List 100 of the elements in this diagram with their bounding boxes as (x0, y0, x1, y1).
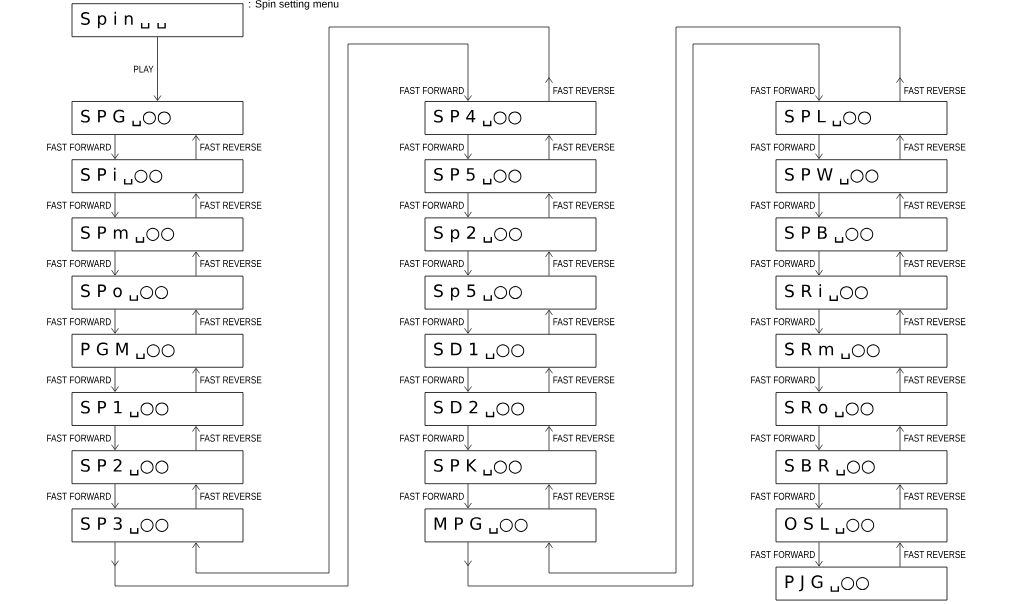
arrow (192, 135, 200, 160)
display-box: S P 4 ␣○○ (424, 101, 597, 135)
arrow (896, 251, 904, 277)
display-box: S R o ␣○○ (775, 392, 948, 426)
arrow (111, 192, 119, 218)
display-box: S P 2 ␣○○ (71, 450, 244, 485)
edge-label: FAST FORWARD (749, 375, 816, 385)
display-box: S R i ␣○○ (775, 275, 948, 310)
edge-label: FAST REVERSE (552, 492, 616, 501)
edge-label: FAST FORWARD (45, 259, 112, 268)
arrow (111, 250, 119, 276)
display-box: S P 1 ␣○○ (71, 392, 244, 426)
display-box: S P B ␣○○ (775, 217, 948, 252)
edge-label: FAST FORWARD (398, 142, 465, 152)
edge-label: FAST FORWARD (45, 375, 112, 385)
arrow (111, 309, 119, 334)
arrow (111, 367, 119, 392)
arrow (815, 250, 823, 276)
arrow (464, 425, 472, 451)
edge-label: FAST REVERSE (903, 375, 967, 385)
arrow (192, 309, 200, 335)
display-box: S D 1 ␣○○ (424, 333, 597, 368)
arrow (464, 250, 472, 276)
menu-note: : Spin setting menu (249, 0, 339, 10)
arrow (815, 134, 823, 160)
arrow (545, 251, 553, 277)
edge-label: FAST REVERSE (903, 492, 967, 501)
arrow (815, 192, 823, 218)
arrow (896, 484, 904, 509)
display-box: P J G ␣○○ (775, 566, 948, 601)
edge-label: FAST REVERSE (199, 201, 263, 210)
edge-label: FAST FORWARD (749, 492, 816, 501)
edge-label: FAST FORWARD (749, 317, 816, 326)
edge-label: FAST FORWARD (749, 550, 816, 559)
edge-label: FAST FORWARD (749, 433, 816, 443)
edge-label: FAST FORWARD (749, 86, 816, 95)
display-box: S P W ␣○○ (775, 159, 948, 194)
arrow (464, 43, 823, 587)
edge-label: FAST REVERSE (903, 259, 967, 268)
arrow (111, 483, 119, 509)
arrow (815, 483, 823, 509)
display-box: S B R ␣○○ (775, 450, 948, 485)
edge-label: FAST FORWARD (45, 317, 112, 326)
edge-label: FAST REVERSE (199, 433, 263, 443)
edge-label: FAST FORWARD (398, 317, 465, 326)
display-box: S P K ␣○○ (424, 450, 597, 485)
edge-label: FAST REVERSE (903, 201, 967, 210)
edge-label: FAST REVERSE (199, 317, 263, 326)
edge-label: FAST FORWARD (398, 375, 465, 385)
arrow (192, 367, 200, 393)
display-box: M P G ␣○○ (424, 508, 597, 543)
arrow (464, 483, 472, 509)
edge-label: FAST FORWARD (749, 201, 816, 210)
arrow (545, 193, 553, 218)
arrow (545, 426, 553, 451)
arrow (815, 425, 823, 451)
edge-label: FAST FORWARD (749, 259, 816, 268)
edge-label: FAST FORWARD (45, 433, 112, 443)
arrow (545, 367, 553, 393)
display-box: S P m ␣○○ (71, 217, 244, 252)
edge-label: FAST REVERSE (903, 433, 967, 443)
edge-label: FAST FORWARD (398, 259, 465, 268)
display-box: O S L ␣○○ (775, 508, 948, 543)
edge-label: FAST REVERSE (552, 86, 616, 95)
display-box: S p 5 ␣○○ (424, 275, 597, 310)
arrow (464, 192, 472, 218)
edge-label: FAST REVERSE (552, 433, 616, 443)
arrow (192, 484, 200, 509)
edge-label: FAST REVERSE (552, 142, 616, 152)
display-box: S D 2 ␣○○ (424, 392, 597, 426)
edge-label: FAST FORWARD (398, 201, 465, 210)
arrow (192, 26, 553, 574)
arrow (464, 134, 472, 160)
arrow (896, 367, 904, 393)
edge-label: FAST REVERSE (552, 201, 616, 210)
arrow (111, 43, 472, 587)
edge-label: FAST FORWARD (398, 86, 465, 95)
display-box: S P i ␣○○ (71, 159, 244, 194)
arrow (896, 542, 904, 568)
arrow (896, 426, 904, 451)
display-box: S P o ␣○○ (71, 275, 244, 310)
edge-label: FAST REVERSE (199, 259, 263, 268)
edge-label: FAST REVERSE (903, 142, 967, 152)
arrow (815, 309, 823, 334)
arrow (545, 484, 553, 509)
edge-label: FAST FORWARD (398, 492, 465, 501)
edge-label: FAST FORWARD (45, 201, 112, 210)
arrow (111, 425, 119, 451)
edge-label: PLAY (132, 65, 155, 74)
arrow (896, 193, 904, 218)
arrow (815, 367, 823, 392)
arrow (545, 309, 553, 335)
arrow (192, 426, 200, 451)
edge-label: FAST REVERSE (199, 375, 263, 385)
arrow (815, 541, 823, 567)
edge-label: FAST REVERSE (199, 142, 263, 152)
edge-label: FAST REVERSE (552, 317, 616, 326)
edge-label: FAST REVERSE (552, 375, 616, 385)
edge-label: FAST FORWARD (749, 142, 816, 152)
edge-label: FAST REVERSE (903, 317, 967, 326)
